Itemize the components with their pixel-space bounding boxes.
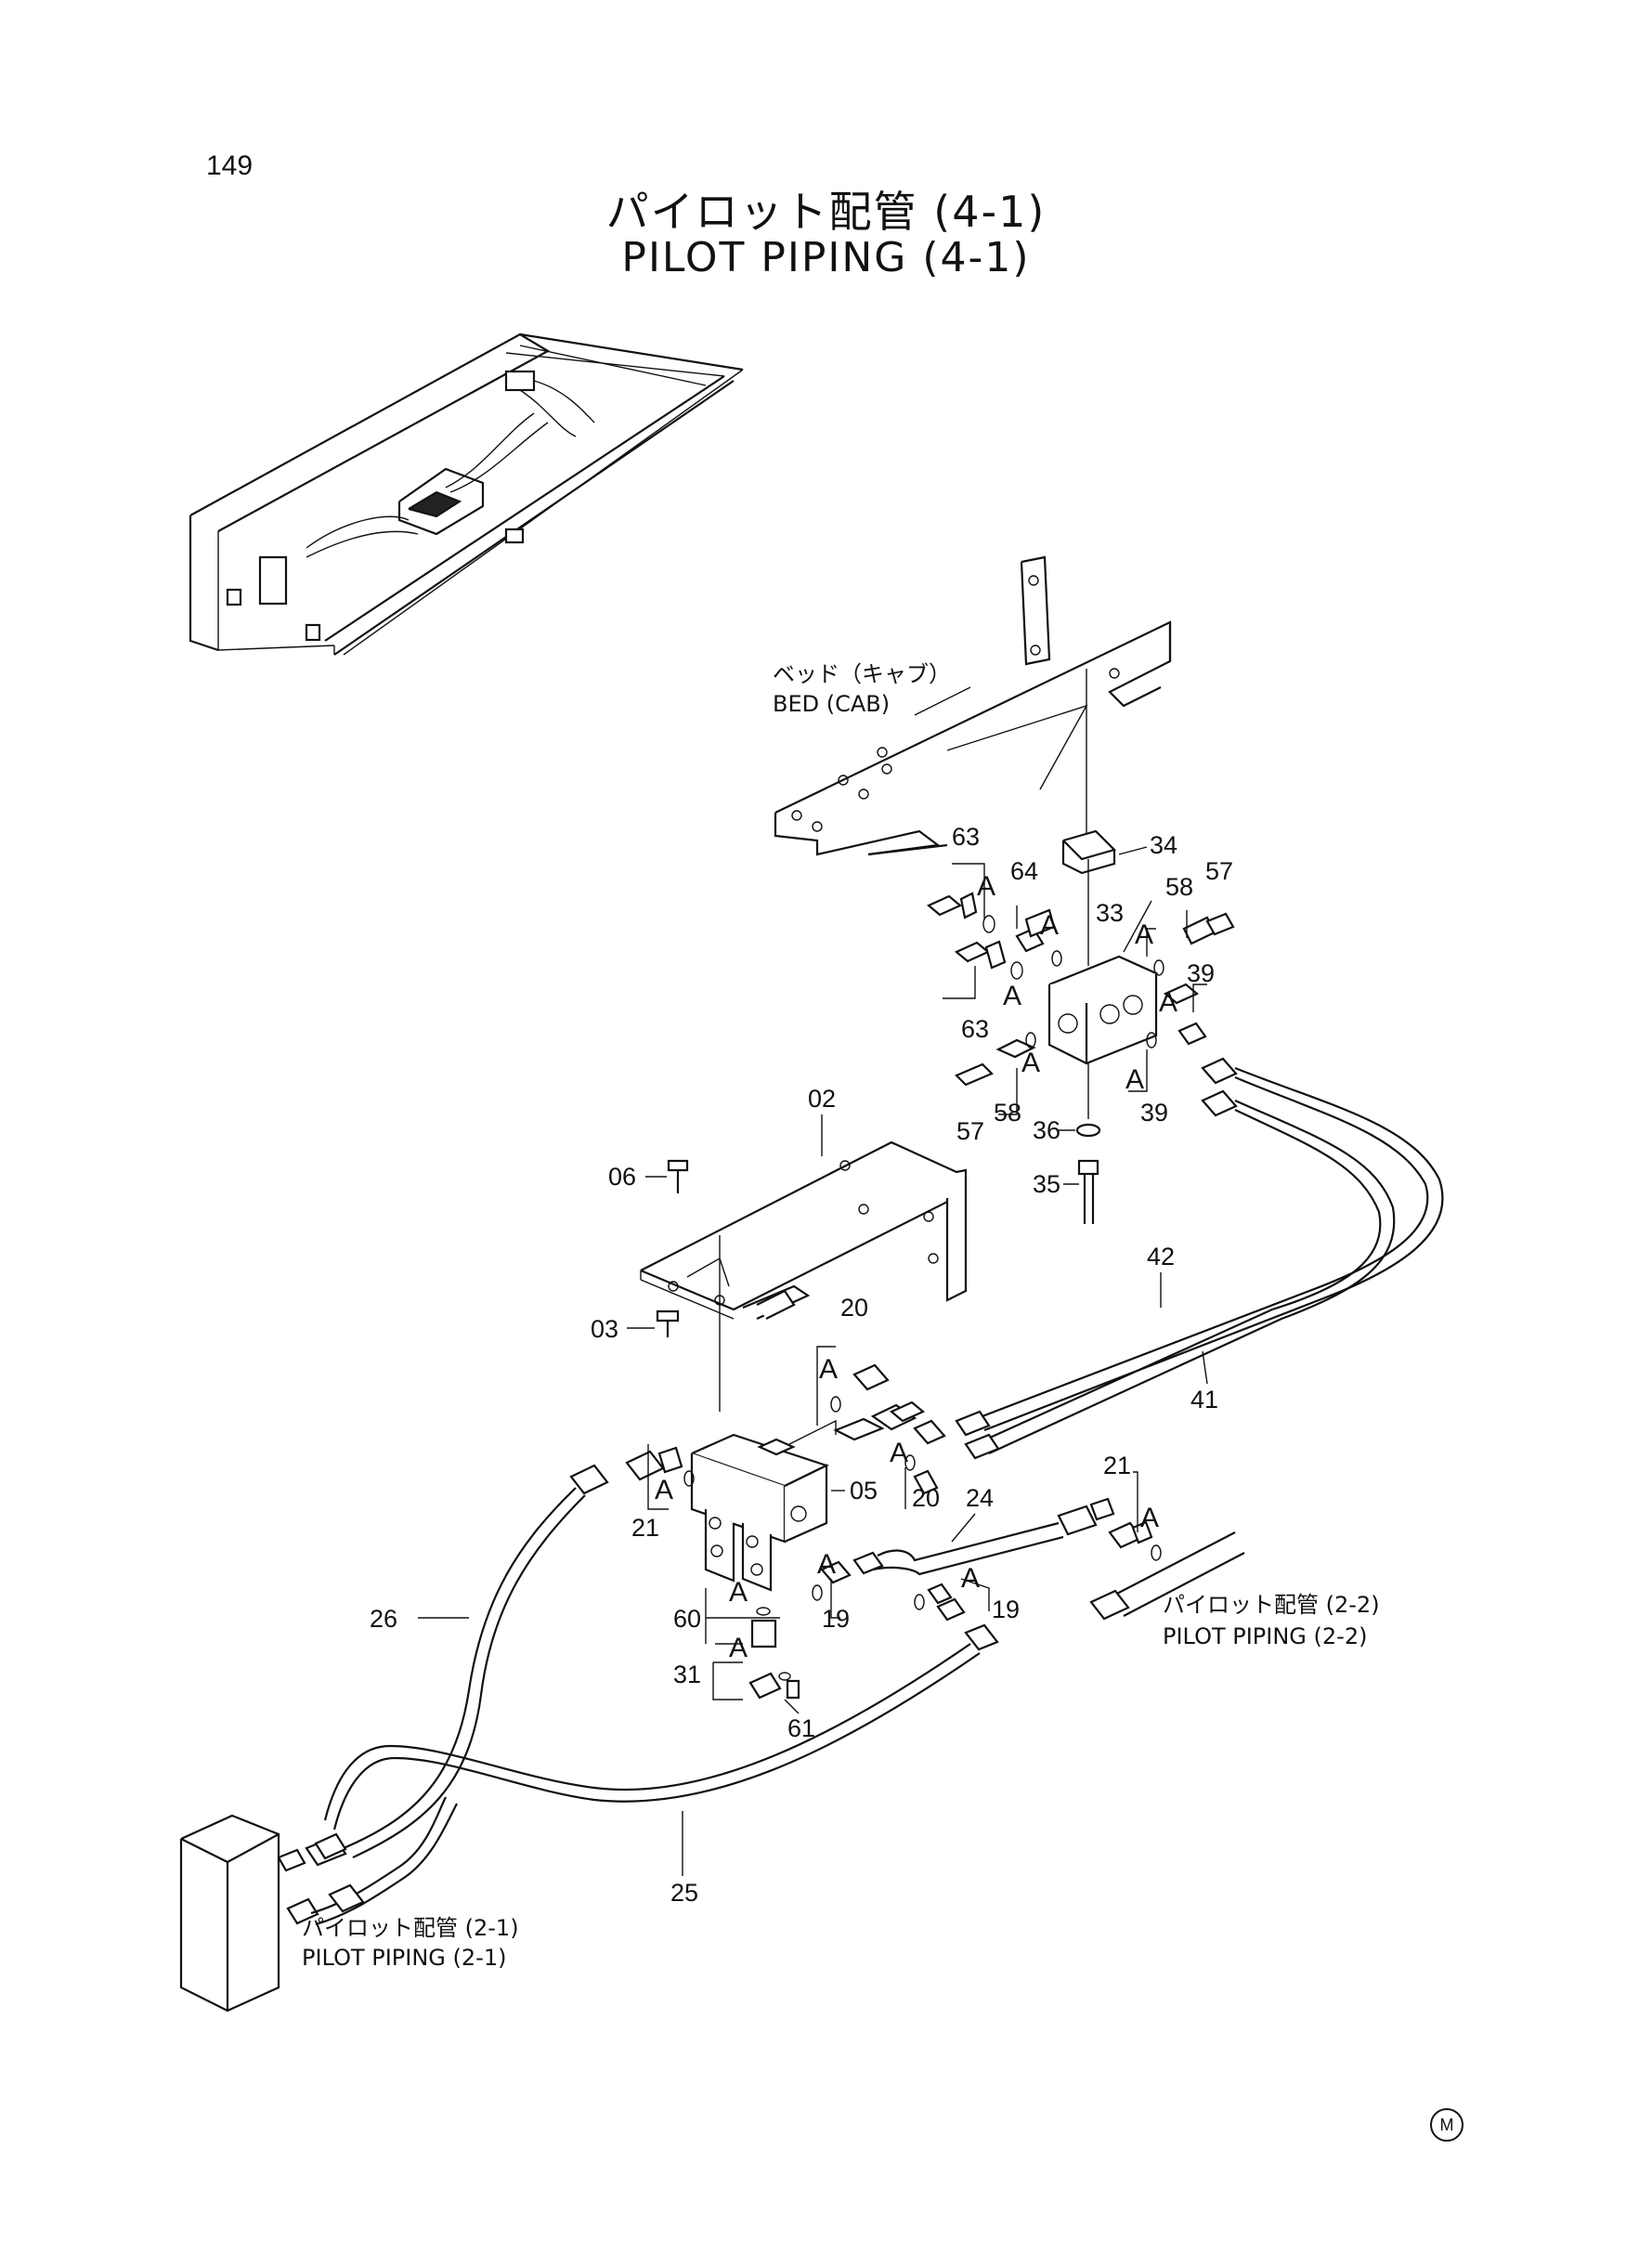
callout-05: 05: [850, 1477, 878, 1505]
group-marker-a: A: [655, 1475, 674, 1505]
page-title-japanese: パイロット配管 (4-1): [605, 187, 1047, 237]
pilot-piping-2-2-label-en: PILOT PIPING (2-2): [1163, 1623, 1368, 1649]
solenoid-valve-05: [690, 1363, 946, 1592]
callout-58: 58: [1165, 873, 1194, 901]
hoses-25-26: [277, 1464, 999, 1926]
group-marker-a: A: [961, 1563, 981, 1594]
callout-64: 64: [1010, 857, 1039, 885]
inset-frame-illustration: [189, 332, 744, 656]
callout-20: 20: [840, 1294, 869, 1322]
group-marker-a: A: [977, 871, 996, 902]
bed-cab-label-en: BED (CAB): [773, 691, 891, 717]
callout-60: 60: [673, 1605, 702, 1633]
group-marker-a: A: [890, 1438, 909, 1468]
manufacturer-mark: M: [1430, 2108, 1463, 2142]
callout-25: 25: [670, 1879, 699, 1907]
callout-06: 06: [608, 1163, 637, 1191]
lower-fittings: [625, 1446, 966, 1700]
group-marker-a: A: [1021, 1048, 1041, 1078]
callout-58-b: 58: [994, 1099, 1022, 1127]
group-marker-a: A: [1003, 981, 1022, 1011]
group-marker-a: A: [729, 1577, 748, 1608]
callout-21-b: 21: [1103, 1452, 1132, 1479]
callout-39-b: 39: [1140, 1099, 1169, 1127]
page-number: 149: [206, 150, 254, 181]
callout-21: 21: [631, 1514, 660, 1542]
callout-63-b: 63: [961, 1015, 990, 1043]
pilot-piping-2-1-label-en: PILOT PIPING (2-1): [302, 1945, 507, 1971]
callout-57: 57: [1205, 857, 1234, 885]
callout-31: 31: [673, 1661, 702, 1688]
callout-20-b: 20: [912, 1484, 941, 1512]
callout-57-b: 57: [956, 1117, 985, 1145]
callout-63: 63: [952, 823, 981, 851]
callout-33: 33: [1096, 899, 1125, 927]
callout-03: 03: [591, 1315, 619, 1343]
callout-34: 34: [1150, 831, 1178, 859]
bed-cab-plate: [774, 555, 1172, 856]
callout-35: 35: [1033, 1170, 1061, 1198]
page-title-english: PILOT PIPING (4-1): [621, 234, 1031, 281]
group-marker-a: A: [1159, 987, 1178, 1018]
callout-36: 36: [1033, 1116, 1061, 1144]
callout-19: 19: [822, 1605, 851, 1633]
callout-41: 41: [1190, 1386, 1219, 1414]
group-marker-a: A: [819, 1354, 839, 1385]
relay-block-assembly: [1047, 829, 1159, 1224]
hoses-41-42: [955, 1057, 1444, 1460]
pilot-box-2-1: [179, 1814, 280, 2013]
group-marker-a: A: [1140, 1503, 1160, 1533]
leader-lines: [418, 686, 1208, 1876]
group-marker-a: A: [1125, 1064, 1145, 1095]
block-fittings: [926, 892, 1235, 1087]
callout-26: 26: [370, 1605, 398, 1633]
group-marker-a: A: [729, 1633, 748, 1663]
callout-39: 39: [1187, 959, 1216, 987]
hose-24: [852, 1497, 1245, 1621]
bed-cab-label-jp: ベッド（キャブ）: [773, 661, 951, 687]
callout-61: 61: [787, 1714, 816, 1742]
bracket-02: [640, 1140, 968, 1412]
callout-42: 42: [1147, 1243, 1176, 1270]
pilot-piping-2-1-label-jp: パイロット配管 (2-1): [302, 1915, 519, 1941]
group-marker-a: A: [1135, 919, 1154, 950]
pilot-piping-2-2-label-jp: パイロット配管 (2-2): [1163, 1592, 1380, 1618]
group-marker-a: A: [1040, 910, 1060, 941]
callout-02: 02: [808, 1085, 837, 1113]
group-marker-a: A: [817, 1549, 837, 1580]
callout-19-b: 19: [992, 1596, 1021, 1623]
callout-24: 24: [966, 1484, 995, 1512]
